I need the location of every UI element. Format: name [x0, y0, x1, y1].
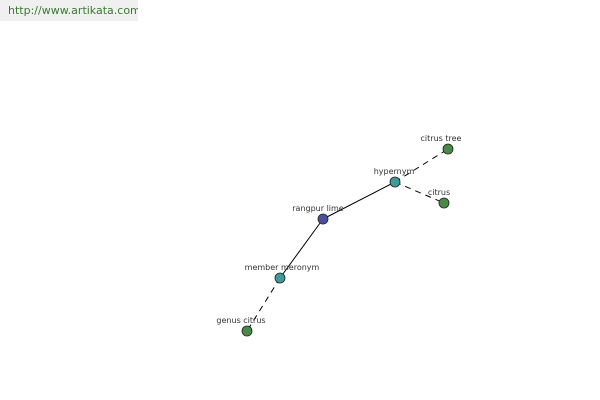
node-label-member-meronym: member meronym [245, 263, 320, 272]
edge-hypernym-citrus [394, 181, 445, 204]
source-url-link[interactable]: http://www.artikata.com [0, 0, 138, 21]
nodes: rangpur lime hypernym member meronym cit… [216, 134, 462, 337]
node-label-hypernym: hypernym [374, 167, 415, 176]
node-label-citrus: citrus [428, 188, 450, 197]
node-label-genus-citrus: genus citrus [216, 316, 265, 325]
edge-center-hypernym [322, 181, 396, 220]
edge-hypernym-citrus-tree [394, 148, 449, 183]
node-label-citrus-tree: citrus tree [421, 134, 462, 143]
node-member-meronym[interactable] [274, 272, 286, 284]
node-citrus-tree[interactable] [442, 143, 454, 155]
edge-center-member-meronym [279, 218, 324, 279]
node-label-center: rangpur lime [292, 204, 344, 213]
node-citrus[interactable] [438, 197, 450, 209]
node-genus-citrus[interactable] [241, 325, 253, 337]
edges [246, 148, 449, 332]
node-center[interactable] [317, 213, 329, 225]
node-hypernym[interactable] [389, 176, 401, 188]
